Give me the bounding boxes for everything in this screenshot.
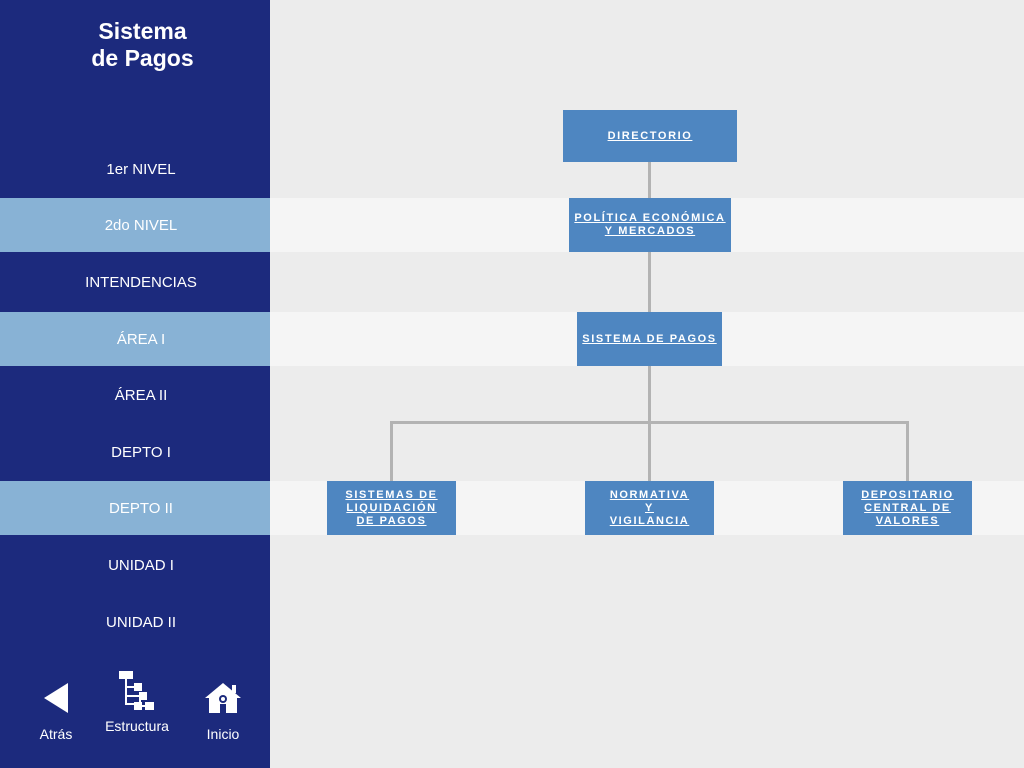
sidebar-item-label: UNIDAD I bbox=[108, 556, 174, 574]
sidebar-item-label: UNIDAD II bbox=[105, 613, 176, 631]
org-box-label: SISTEMAS DE LIQUIDACIÓN DE PAGOS bbox=[345, 488, 438, 527]
sidebar-item-label: INTENDENCIAS bbox=[85, 273, 197, 291]
org-box-politica-economica[interactable]: POLÍTICA ECONÓMICA Y MERCADOS bbox=[569, 198, 731, 252]
org-box-directorio[interactable]: DIRECTORIO bbox=[563, 110, 737, 162]
sidebar-item-label: 2do NIVEL bbox=[104, 216, 178, 234]
sidebar-item-label: DEPTO II bbox=[109, 499, 173, 517]
sidebar-item-unidad-1[interactable]: UNIDAD I bbox=[0, 538, 270, 592]
home-label: Inicio bbox=[206, 726, 240, 742]
org-box-label: DEPOSITARIO CENTRAL DE VALORES bbox=[861, 488, 954, 527]
org-box-label: NORMATIVA Y VIGILANCIA bbox=[609, 488, 690, 527]
sidebar-item-depto-1[interactable]: DEPTO I bbox=[0, 425, 270, 479]
home-icon bbox=[203, 676, 243, 720]
sidebar-item-area-2[interactable]: ÁREA II bbox=[0, 368, 270, 422]
page-title: Sistema de Pagos bbox=[0, 18, 285, 72]
sidebar-item-1er-nivel[interactable]: 1er NIVEL bbox=[0, 142, 270, 196]
sidebar: Sistema de Pagos 1er NIVEL 2do NIVEL INT… bbox=[0, 0, 270, 768]
sidebar-item-label: ÁREA I bbox=[116, 330, 166, 348]
sidebar-item-label: DEPTO I bbox=[111, 443, 171, 461]
home-button[interactable]: Inicio bbox=[183, 676, 263, 746]
org-box-sistemas-liquidacion[interactable]: SISTEMAS DE LIQUIDACIÓN DE PAGOS bbox=[327, 481, 456, 535]
sidebar-item-label: ÁREA II bbox=[114, 386, 168, 404]
org-chart-icon bbox=[117, 668, 157, 712]
back-label: Atrás bbox=[39, 726, 73, 742]
org-box-label: POLÍTICA ECONÓMICA Y MERCADOS bbox=[574, 212, 726, 237]
org-box-label: DIRECTORIO bbox=[607, 129, 693, 142]
connector-child-3 bbox=[906, 421, 909, 481]
page-title-line-2: de Pagos bbox=[91, 45, 194, 71]
sidebar-item-unidad-2[interactable]: UNIDAD II bbox=[0, 595, 270, 649]
sidebar-item-2do-nivel[interactable]: 2do NIVEL bbox=[0, 198, 270, 252]
back-arrow-icon bbox=[42, 676, 70, 720]
back-button[interactable]: Atrás bbox=[16, 676, 96, 746]
org-box-label: SISTEMA DE PAGOS bbox=[582, 332, 717, 345]
org-box-normativa-vigilancia[interactable]: NORMATIVA Y VIGILANCIA bbox=[585, 481, 714, 535]
connector-horizontal bbox=[390, 421, 909, 424]
structure-button[interactable]: Estructura bbox=[97, 668, 177, 738]
structure-label: Estructura bbox=[105, 718, 169, 734]
org-box-sistema-de-pagos[interactable]: SISTEMA DE PAGOS bbox=[577, 312, 722, 366]
sidebar-item-area-1[interactable]: ÁREA I bbox=[0, 312, 270, 366]
sidebar-item-depto-2[interactable]: DEPTO II bbox=[0, 481, 270, 535]
sidebar-item-label: 1er NIVEL bbox=[106, 160, 176, 178]
connector-child-1 bbox=[390, 421, 393, 481]
connector-politica-sistema bbox=[648, 252, 651, 312]
connector-directorio-politica bbox=[648, 162, 651, 198]
sidebar-item-intendencias[interactable]: INTENDENCIAS bbox=[0, 255, 270, 309]
org-box-depositario-central[interactable]: DEPOSITARIO CENTRAL DE VALORES bbox=[843, 481, 972, 535]
page-title-line-1: Sistema bbox=[98, 18, 187, 44]
